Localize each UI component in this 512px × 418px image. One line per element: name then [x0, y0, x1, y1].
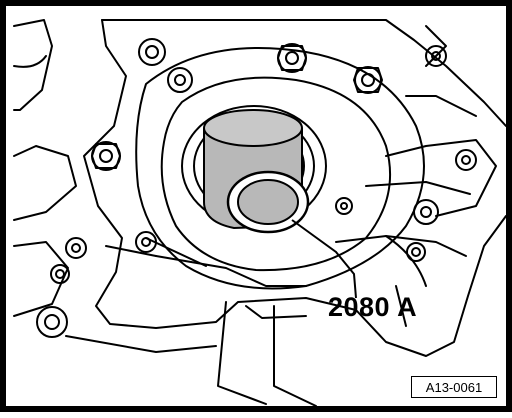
cover-outline: [83, 19, 507, 357]
tool-2080a: [203, 109, 310, 234]
tool-callout-label: 2080 A: [328, 292, 418, 322]
flange-outline: [135, 47, 425, 290]
engine-block-fragment: [13, 19, 53, 111]
engine-cover-drawing: [13, 19, 507, 407]
callout-leader-line: [291, 219, 357, 299]
figure-reference-box: A13-0061: [411, 376, 497, 398]
